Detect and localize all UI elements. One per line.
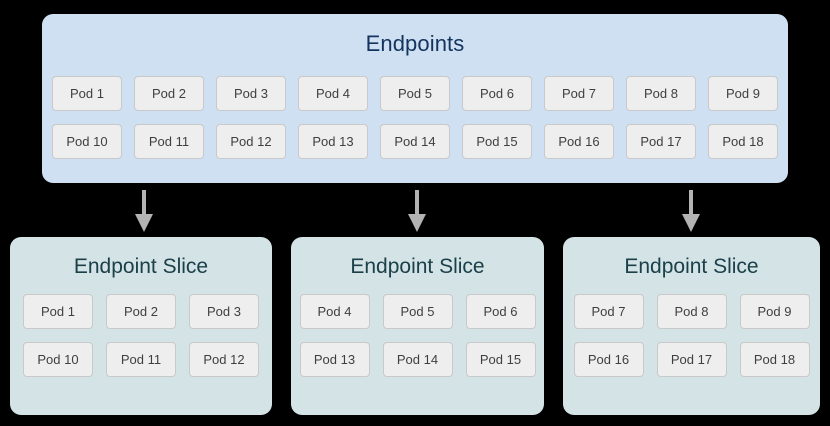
pod-chip[interactable]: Pod 15 bbox=[465, 342, 536, 377]
pod-chip[interactable]: Pod 15 bbox=[462, 124, 532, 159]
pod-chip[interactable]: Pod 10 bbox=[23, 342, 93, 377]
pod-chip[interactable]: Pod 11 bbox=[106, 342, 176, 377]
arrow-down-icon bbox=[131, 190, 157, 232]
endpoint-slice-pod-row: Pod 4 Pod 5 Pod 6 bbox=[291, 294, 544, 329]
endpoints-pod-row: Pod 10 Pod 11 Pod 12 Pod 13 Pod 14 Pod 1… bbox=[42, 124, 788, 159]
endpoint-slice-title: Endpoint Slice bbox=[624, 255, 759, 278]
pod-chip[interactable]: Pod 8 bbox=[656, 294, 727, 329]
pod-chip[interactable]: Pod 2 bbox=[106, 294, 176, 329]
endpoint-slice-panel-3: Endpoint Slice Pod 7 Pod 8 Pod 9 Pod 16 … bbox=[563, 237, 820, 415]
endpoint-slice-pod-row: Pod 7 Pod 8 Pod 9 bbox=[563, 294, 820, 329]
endpoints-pod-grid: Pod 1 Pod 2 Pod 3 Pod 4 Pod 5 Pod 6 Pod … bbox=[42, 76, 788, 172]
endpoints-panel: Endpoints Pod 1 Pod 2 Pod 3 Pod 4 Pod 5 … bbox=[42, 14, 788, 183]
pod-chip[interactable]: Pod 4 bbox=[298, 76, 368, 111]
arrow-down-icon bbox=[404, 190, 430, 232]
endpoint-slice-pod-row: Pod 13 Pod 14 Pod 15 bbox=[291, 342, 544, 377]
endpoint-slice-pod-row: Pod 16 Pod 17 Pod 18 bbox=[563, 342, 820, 377]
pod-chip[interactable]: Pod 9 bbox=[739, 294, 810, 329]
pod-chip[interactable]: Pod 14 bbox=[380, 124, 450, 159]
pod-chip[interactable]: Pod 2 bbox=[134, 76, 204, 111]
endpoint-slice-pod-grid: Pod 4 Pod 5 Pod 6 Pod 13 Pod 14 Pod 15 bbox=[291, 294, 544, 390]
pod-chip[interactable]: Pod 16 bbox=[544, 124, 614, 159]
pod-chip[interactable]: Pod 18 bbox=[739, 342, 810, 377]
pod-chip[interactable]: Pod 5 bbox=[380, 76, 450, 111]
endpoints-pod-row: Pod 1 Pod 2 Pod 3 Pod 4 Pod 5 Pod 6 Pod … bbox=[42, 76, 788, 111]
pod-chip[interactable]: Pod 16 bbox=[573, 342, 644, 377]
pod-chip[interactable]: Pod 7 bbox=[544, 76, 614, 111]
pod-chip[interactable]: Pod 9 bbox=[708, 76, 778, 111]
pod-chip[interactable]: Pod 17 bbox=[626, 124, 696, 159]
endpoint-slice-title: Endpoint Slice bbox=[73, 255, 209, 278]
pod-chip[interactable]: Pod 10 bbox=[52, 124, 122, 159]
pod-chip[interactable]: Pod 3 bbox=[216, 76, 286, 111]
pod-chip[interactable]: Pod 6 bbox=[462, 76, 532, 111]
arrow-down-icon bbox=[678, 190, 704, 232]
pod-chip[interactable]: Pod 17 bbox=[656, 342, 727, 377]
pod-chip[interactable]: Pod 12 bbox=[216, 124, 286, 159]
endpoint-slice-panel-1: Endpoint Slice Pod 1 Pod 2 Pod 3 Pod 10 … bbox=[10, 237, 272, 415]
pod-chip[interactable]: Pod 11 bbox=[134, 124, 204, 159]
endpoint-slice-pod-row: Pod 10 Pod 11 Pod 12 bbox=[10, 342, 272, 377]
endpoint-slice-pod-grid: Pod 1 Pod 2 Pod 3 Pod 10 Pod 11 Pod 12 bbox=[10, 294, 272, 390]
pod-chip[interactable]: Pod 3 bbox=[189, 294, 259, 329]
pod-chip[interactable]: Pod 14 bbox=[382, 342, 453, 377]
endpoint-slice-pod-row: Pod 1 Pod 2 Pod 3 bbox=[10, 294, 272, 329]
pod-chip[interactable]: Pod 13 bbox=[298, 124, 368, 159]
pod-chip[interactable]: Pod 6 bbox=[465, 294, 536, 329]
pod-chip[interactable]: Pod 4 bbox=[299, 294, 370, 329]
pod-chip[interactable]: Pod 18 bbox=[708, 124, 778, 159]
pod-chip[interactable]: Pod 13 bbox=[299, 342, 370, 377]
pod-chip[interactable]: Pod 1 bbox=[52, 76, 122, 111]
pod-chip[interactable]: Pod 8 bbox=[626, 76, 696, 111]
pod-chip[interactable]: Pod 5 bbox=[382, 294, 453, 329]
endpoints-title: Endpoints bbox=[365, 31, 465, 56]
pod-chip[interactable]: Pod 1 bbox=[23, 294, 93, 329]
endpoint-slice-pod-grid: Pod 7 Pod 8 Pod 9 Pod 16 Pod 17 Pod 18 bbox=[563, 294, 820, 390]
pod-chip[interactable]: Pod 12 bbox=[189, 342, 259, 377]
pod-chip[interactable]: Pod 7 bbox=[573, 294, 644, 329]
endpoint-slice-panel-2: Endpoint Slice Pod 4 Pod 5 Pod 6 Pod 13 … bbox=[291, 237, 544, 415]
endpoint-slice-title: Endpoint Slice bbox=[350, 255, 485, 278]
